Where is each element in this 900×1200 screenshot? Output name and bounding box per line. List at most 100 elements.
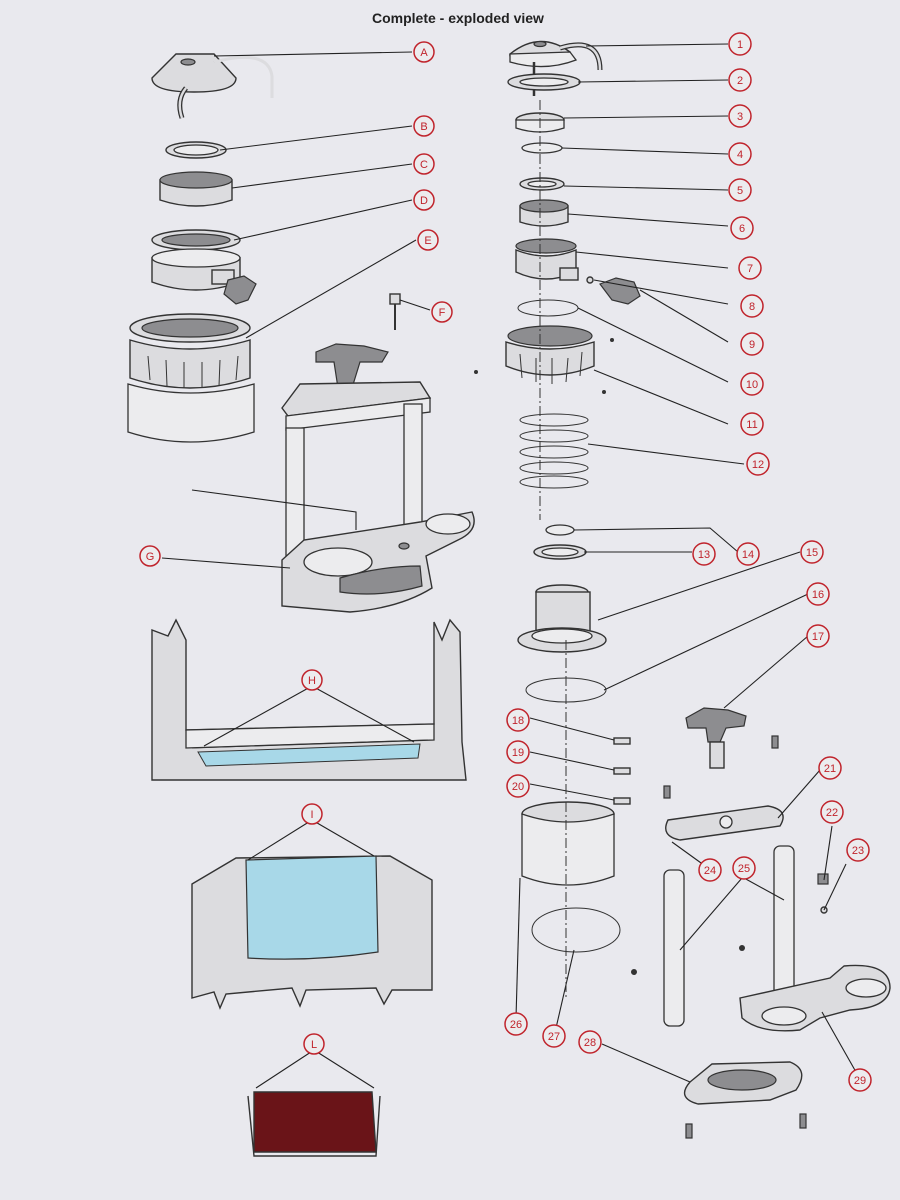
- screw-part-22: [817, 873, 829, 885]
- callout-8: 8: [740, 294, 764, 318]
- callout-d: D: [413, 189, 435, 211]
- lid-part-11: [474, 325, 614, 394]
- svg-text:28: 28: [584, 1037, 596, 1049]
- svg-text:H: H: [308, 675, 316, 687]
- svg-text:26: 26: [510, 1019, 522, 1031]
- svg-text:11: 11: [746, 419, 757, 431]
- callout-c: C: [413, 153, 435, 175]
- cap-part-1: [509, 40, 603, 96]
- callout-g: G: [139, 545, 161, 567]
- plate-part-4: [521, 142, 563, 154]
- svg-text:F: F: [439, 307, 446, 319]
- callout-28: 28: [578, 1030, 602, 1054]
- callout-17: 17: [806, 624, 830, 648]
- svg-text:2: 2: [737, 75, 743, 87]
- callout-24: 24: [698, 858, 722, 882]
- callout-11: 11: [740, 412, 764, 436]
- fitting-part-18: [613, 737, 631, 745]
- callout-a: A: [413, 41, 435, 63]
- callout-19: 19: [506, 740, 530, 764]
- svg-text:I: I: [310, 809, 313, 821]
- svg-text:16: 16: [812, 589, 824, 601]
- svg-text:24: 24: [704, 865, 716, 877]
- callout-i: I: [301, 803, 323, 825]
- washer-part-14: [545, 524, 575, 536]
- svg-text:6: 6: [739, 223, 745, 235]
- callout-20: 20: [506, 774, 530, 798]
- callout-2: 2: [728, 68, 752, 92]
- svg-text:L: L: [311, 1039, 317, 1051]
- cylinder-part-c: [159, 171, 233, 207]
- svg-text:25: 25: [738, 863, 750, 875]
- cylinder-part-6: [519, 199, 569, 227]
- cylinder-part-26: [521, 801, 615, 886]
- valve-body-part-7: [515, 238, 579, 281]
- svg-text:22: 22: [826, 807, 838, 819]
- ring-part-13: [533, 544, 587, 560]
- svg-text:17: 17: [812, 631, 824, 643]
- rod-parts-25: [663, 845, 795, 1027]
- callout-e: E: [417, 229, 439, 251]
- svg-text:4: 4: [737, 149, 743, 161]
- svg-text:8: 8: [749, 301, 755, 313]
- svg-text:G: G: [146, 551, 155, 563]
- callout-14: 14: [736, 542, 760, 566]
- svg-text:18: 18: [512, 715, 524, 727]
- callout-f: F: [431, 301, 453, 323]
- leader-lines: [161, 43, 857, 1089]
- callout-9: 9: [740, 332, 764, 356]
- svg-text:14: 14: [742, 549, 754, 561]
- callout-22: 22: [820, 800, 844, 824]
- bottom-screws: [631, 735, 807, 1139]
- knob-part-9: [599, 277, 641, 305]
- gasket-part-27: [531, 907, 621, 953]
- svg-text:E: E: [424, 235, 431, 247]
- fitting-part-19: [613, 767, 631, 775]
- callout-b: B: [413, 115, 435, 137]
- svg-text:23: 23: [852, 845, 864, 857]
- assembly-axis-line: [539, 100, 567, 1000]
- svg-text:15: 15: [806, 547, 818, 559]
- diagram-title: Complete - exploded view: [372, 10, 544, 26]
- tray-part-l: [247, 1091, 381, 1157]
- callout-1: 1: [728, 32, 752, 56]
- bowl-lid-part-e: [127, 313, 255, 443]
- callout-7: 7: [738, 256, 762, 280]
- callout-18: 18: [506, 708, 530, 732]
- callout-h: H: [301, 669, 323, 691]
- panel-cutaway-i: [191, 855, 433, 1010]
- ring-part-5: [519, 177, 565, 191]
- svg-text:A: A: [420, 47, 428, 59]
- svg-text:20: 20: [512, 781, 524, 793]
- svg-text:27: 27: [548, 1031, 560, 1043]
- svg-text:1: 1: [737, 39, 743, 51]
- gasket-part-2-hole: [519, 77, 569, 87]
- base-cutaway-h: [151, 618, 467, 781]
- callout-23: 23: [846, 838, 870, 862]
- svg-text:21: 21: [824, 763, 836, 775]
- frame-part-g: [281, 343, 475, 613]
- svg-text:C: C: [420, 159, 428, 171]
- svg-text:29: 29: [854, 1075, 866, 1087]
- screw-part-f: [389, 293, 401, 330]
- callout-3: 3: [728, 104, 752, 128]
- callout-25: 25: [732, 856, 756, 880]
- svg-text:12: 12: [752, 459, 764, 471]
- callout-13: 13: [692, 542, 716, 566]
- knob-part-17: [685, 707, 747, 769]
- callout-27: 27: [542, 1024, 566, 1048]
- svg-text:D: D: [420, 195, 428, 207]
- callout-15: 15: [800, 540, 824, 564]
- washer-part-8: [586, 276, 594, 284]
- callout-16: 16: [806, 582, 830, 606]
- svg-text:19: 19: [512, 747, 524, 759]
- svg-text:7: 7: [747, 263, 753, 275]
- callout-l: L: [303, 1033, 325, 1055]
- bracket-part-29: [739, 964, 891, 1032]
- ring-part-b: [165, 141, 227, 159]
- svg-text:5: 5: [737, 185, 743, 197]
- callout-26: 26: [504, 1012, 528, 1036]
- svg-text:9: 9: [749, 339, 755, 351]
